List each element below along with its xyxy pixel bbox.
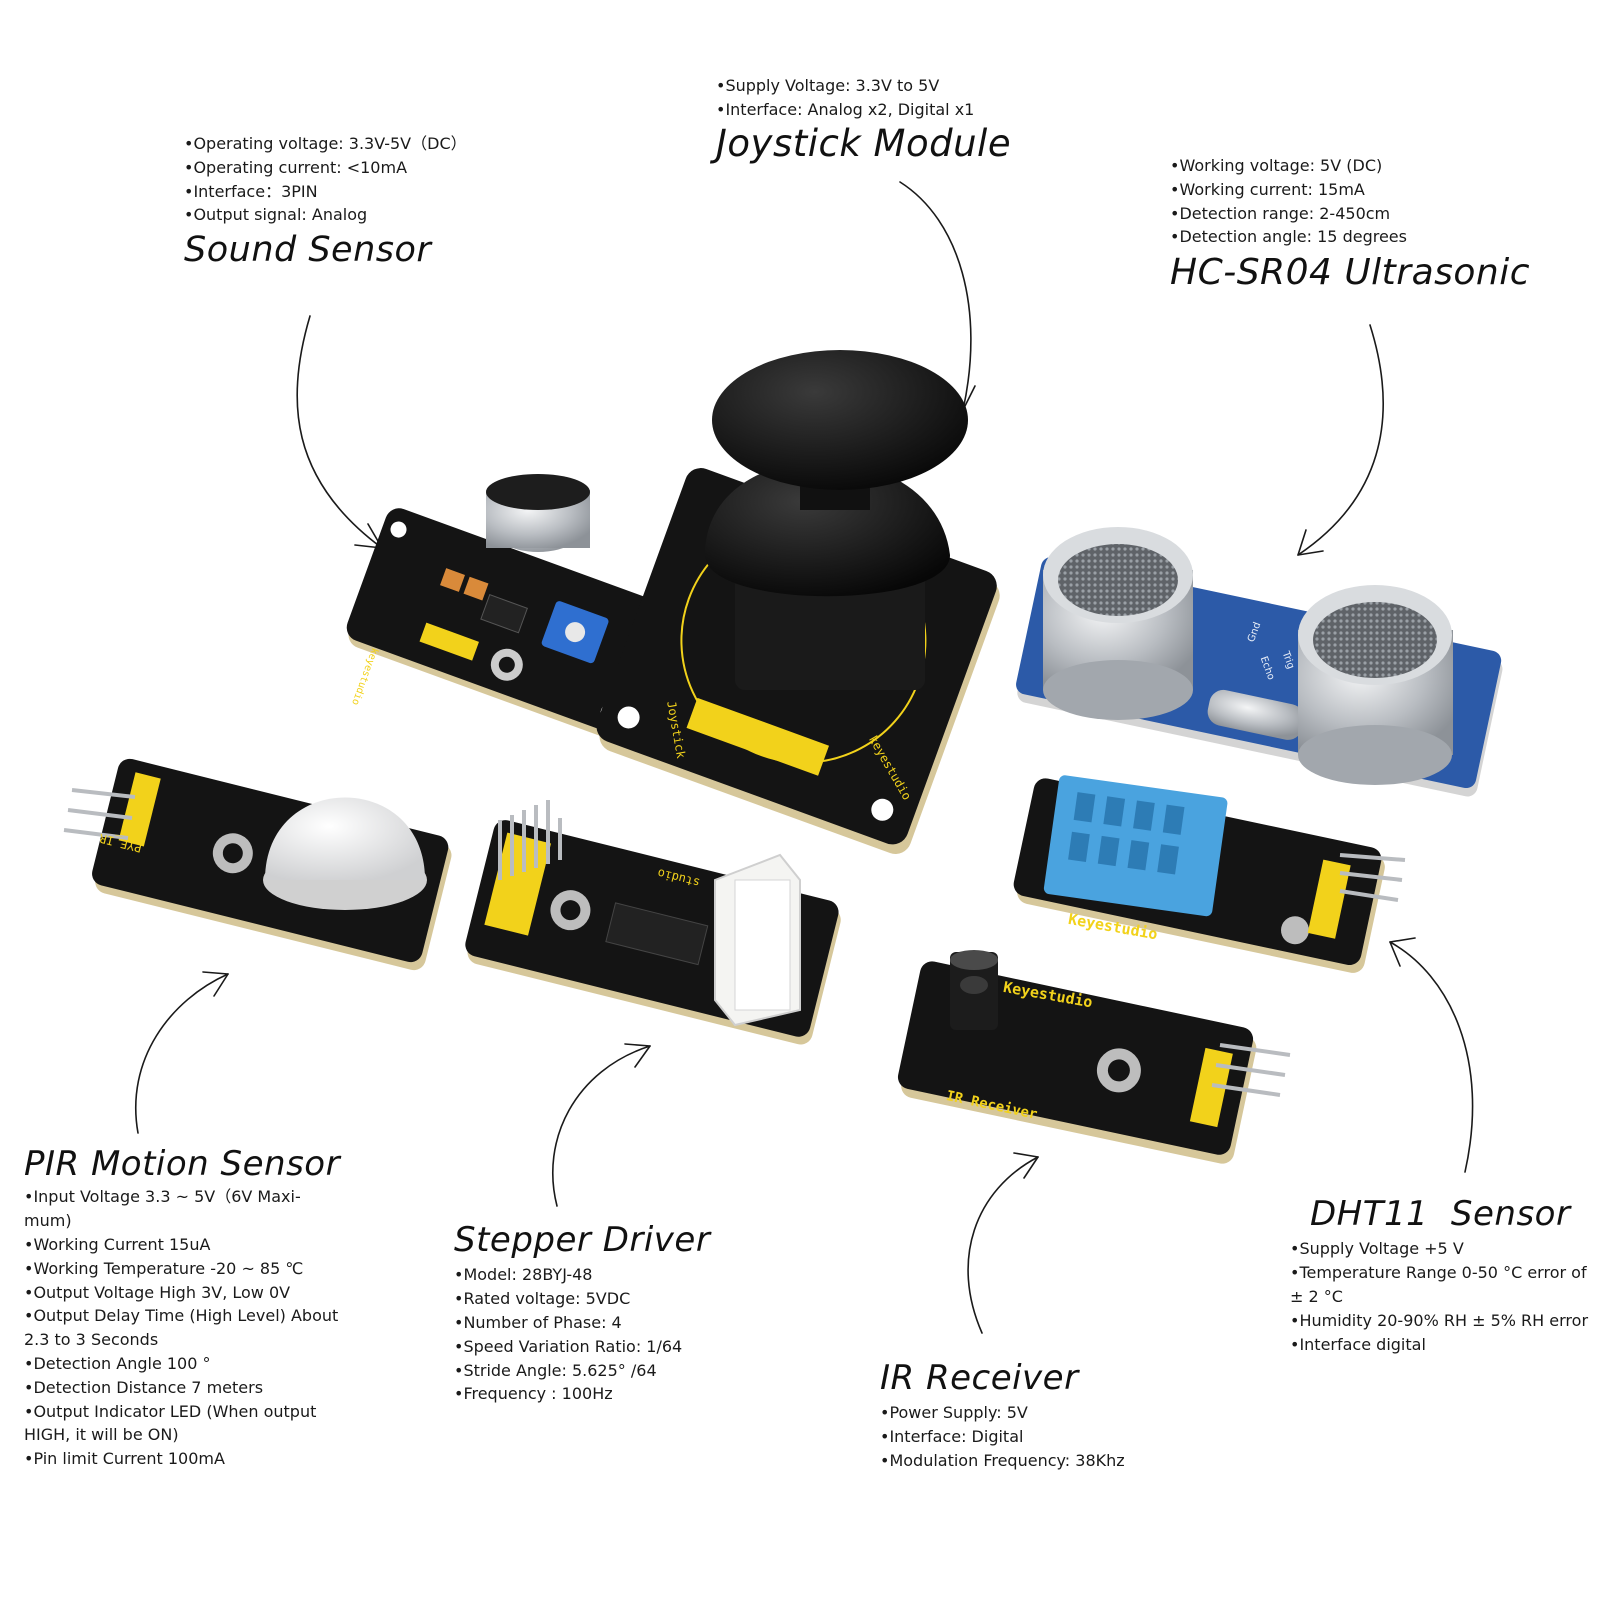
spec-item: Stride Angle: 5.625° /64 [454,1359,764,1383]
spec-item: Output signal: Analog [184,203,467,227]
ir-specs: Power Supply: 5V Interface: Digital Modu… [880,1401,1220,1472]
ir-section: IR Receiver Power Supply: 5V Interface: … [880,1358,1220,1473]
microphone [486,474,590,552]
joystick-section: Supply Voltage: 3.3V to 5V Interface: An… [716,74,1011,164]
pir-header-pins [63,788,136,840]
pir-specs: Input Voltage 3.3 ~ 5V（6V Maxi-mum) Work… [24,1185,339,1471]
spec-item: Temperature Range 0-50 °C error of ± 2 °… [1290,1261,1590,1309]
spec-item: Operating current: <10mA [184,156,467,180]
joystick-title: Joystick Module [716,121,1012,165]
stepper-specs: Model: 28BYJ-48 Rated voltage: 5VDC Numb… [454,1263,764,1406]
spec-item: Output Delay Time (High Level) About 2.3… [24,1304,339,1352]
ir-header-pins [1211,1043,1291,1097]
pir-section: PIR Motion Sensor Input Voltage 3.3 ~ 5V… [24,1144,341,1471]
arrow-dht [1389,937,1474,1173]
spec-item: Interface: Analog x2, Digital x1 [716,98,1011,122]
dht-header-pins [1339,853,1406,902]
spec-item: Output Voltage High 3V, Low 0V [24,1281,339,1305]
stepper-section: Stepper Driver Model: 28BYJ-48 Rated vol… [454,1220,764,1406]
dht-title: DHT11 Sensor [1310,1194,1571,1234]
ultrasonic-specs: Working voltage: 5V (DC) Working current… [1170,154,1530,249]
joystick-specs: Supply Voltage: 3.3V to 5V Interface: An… [716,74,1011,122]
arrow-ir [967,1152,1039,1334]
spec-item: Operating voltage: 3.3V-5V（DC） [184,132,466,156]
arrow-stepper [552,1043,651,1207]
sound-sensor-board [346,508,661,739]
sound-specs: Operating voltage: 3.3V-5V（DC） Operating… [184,132,467,227]
dht-sensor-body [1043,775,1228,917]
spec-item: Detection angle: 15 degrees [1170,225,1530,249]
spec-item: Number of Phase: 4 [454,1311,764,1335]
spec-item: Supply Voltage +5 V [1290,1237,1590,1261]
spec-item: Interface digital [1290,1333,1590,1357]
spec-item: Working voltage: 5V (DC) [1170,154,1530,178]
spec-item: Interface: Digital [880,1425,1220,1449]
ultrasonic-section: Working voltage: 5V (DC) Working current… [1170,154,1530,293]
ir-receiver-component [950,950,998,1030]
stepper-title: Stepper Driver [454,1220,711,1260]
arrow-pir [134,971,229,1134]
dht-specs: Supply Voltage +5 V Temperature Range 0-… [1290,1237,1590,1356]
ultrasonic-transducer-right [1298,585,1453,785]
spec-item: Working Current 15uA [24,1233,339,1257]
spec-item: Interface：3PIN [184,180,467,204]
pir-title: PIR Motion Sensor [24,1144,341,1184]
spec-item: Output Indicator LED (When output HIGH, … [24,1400,339,1448]
spec-item: Rated voltage: 5VDC [454,1287,764,1311]
spec-item: Pin limit Current 100mA [24,1447,339,1471]
pir-dome [263,797,427,910]
ultrasonic-transducer-left [1043,527,1193,720]
spec-item: Humidity 20-90% RH ± 5% RH error [1290,1309,1590,1333]
spec-item: Model: 28BYJ-48 [454,1263,764,1287]
ultrasonic-title: HC-SR04 Ultrasonic [1170,252,1531,294]
spec-item: Frequency : 100Hz [454,1382,764,1406]
spec-item: Speed Variation Ratio: 1/64 [454,1335,764,1359]
stepper-connector [714,853,801,1027]
spec-item: Modulation Frequency: 38Khz [880,1449,1220,1473]
arrow-sound [296,315,383,549]
joystick-knob [705,350,968,690]
stepper-header-pins [498,800,562,880]
ir-title: IR Receiver [880,1358,1079,1398]
spec-item: Supply Voltage: 3.3V to 5V [716,74,1011,98]
spec-item: Working current: 15mA [1170,178,1530,202]
arrow-ultrasonic [1297,324,1384,556]
spec-item: Input Voltage 3.3 ~ 5V（6V Maxi-mum) [24,1185,339,1233]
spec-item: Detection Angle 100 ° [24,1352,339,1376]
spec-item: Detection range: 2-450cm [1170,202,1530,226]
spec-item: Power Supply: 5V [880,1401,1220,1425]
sound-title: Sound Sensor [184,230,432,271]
spec-item: Working Temperature -20 ~ 85 ℃ [24,1257,339,1281]
sound-section: Operating voltage: 3.3V-5V（DC） Operating… [184,132,467,270]
spec-item: Detection Distance 7 meters [24,1376,339,1400]
dht-section: DHT11 Sensor Supply Voltage +5 V Tempera… [1290,1194,1590,1356]
